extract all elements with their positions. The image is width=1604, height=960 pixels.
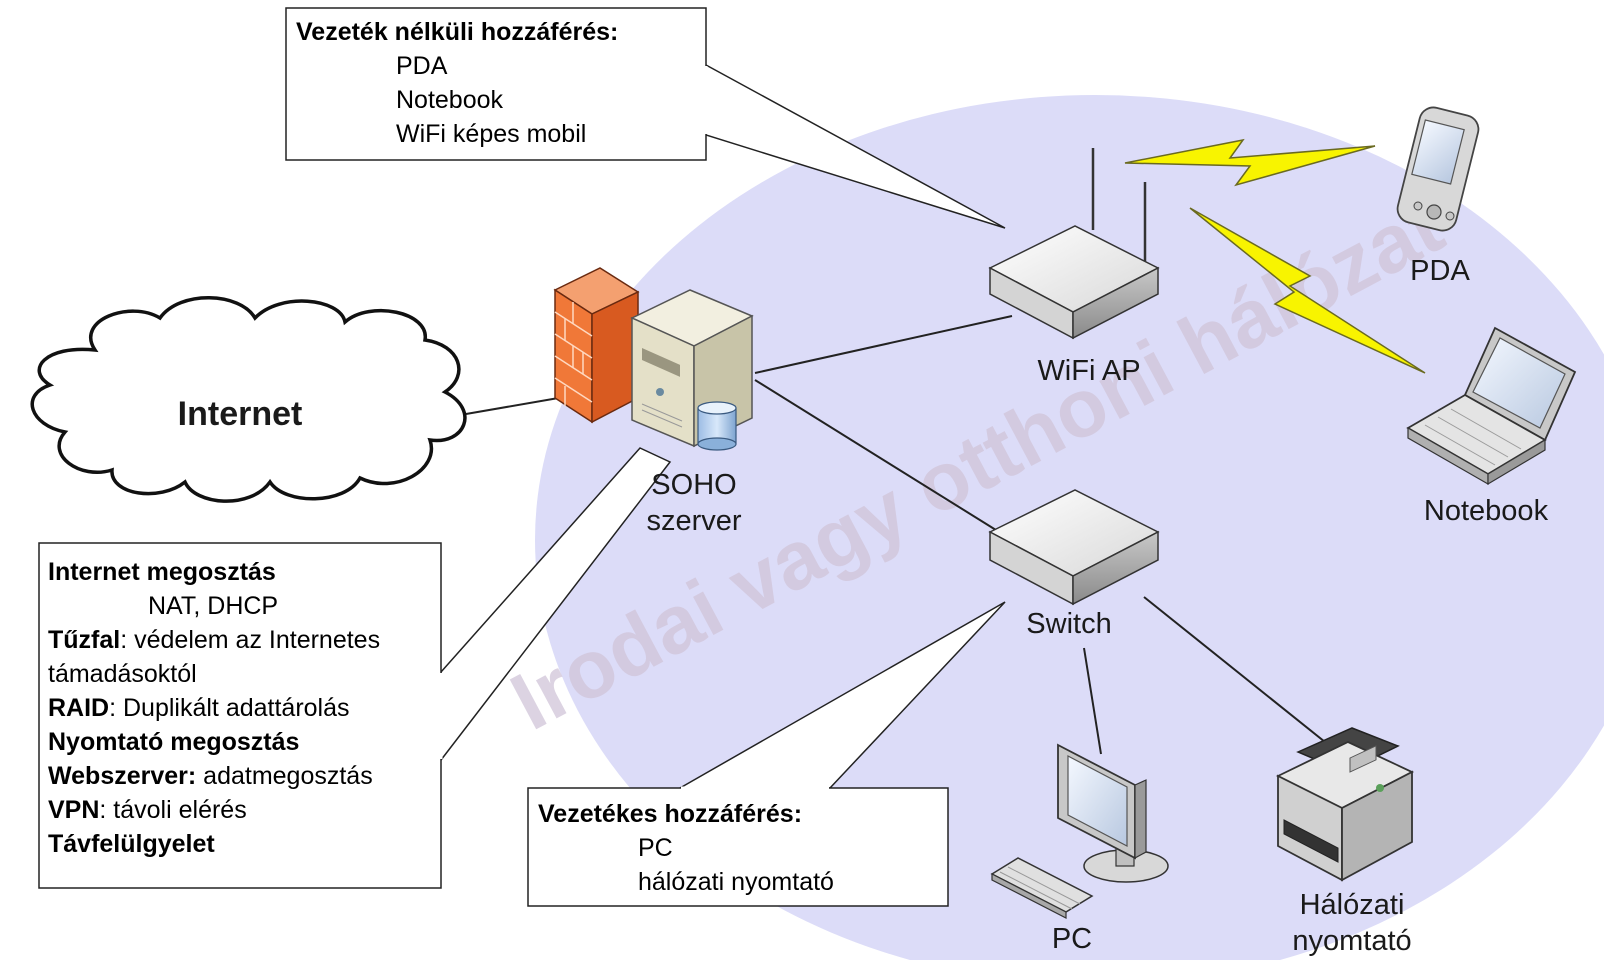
connections	[465, 315, 1331, 755]
server-tower-icon	[630, 289, 754, 448]
wifi-ap-label: WiFi AP	[1037, 355, 1140, 387]
callout-wireless-title: Vezeték nélküli hozzáférés:	[296, 18, 618, 46]
callout-wireless-item: WiFi képes mobil	[396, 120, 586, 148]
laptop-icon	[1406, 326, 1577, 486]
wifi-router-icon	[988, 148, 1160, 340]
pda: PDA	[1396, 106, 1480, 287]
feature-firewall-cont: támadásoktól	[48, 660, 197, 688]
keyboard-icon	[990, 857, 1094, 919]
link-server-switch	[754, 379, 1013, 541]
link-server-wifi	[754, 315, 1013, 374]
callout-wired: Vezetékes hozzáférés: PC hálózati nyomta…	[527, 601, 1006, 907]
callout-server-box	[38, 542, 442, 889]
network-printer: Hálózati nyomtató	[1275, 727, 1415, 957]
callout-wired-title: Vezetékes hozzáférés:	[538, 800, 802, 828]
server-label-line1: SOHO	[651, 469, 736, 501]
wireless-signal-notebook	[1189, 207, 1426, 374]
notebook: Notebook	[1406, 326, 1577, 527]
callout-wired-item: hálózati nyomtató	[638, 868, 834, 896]
database-icon	[697, 401, 737, 451]
switch-icon	[988, 489, 1160, 606]
printer-icon	[1275, 727, 1415, 882]
feature-vpn: VPN: távoli elérés	[48, 796, 247, 824]
callout-wireless-item: PDA	[396, 52, 448, 80]
feature-firewall: Tűzfal: védelem az Internetes	[48, 626, 380, 654]
pc-label: PC	[1052, 923, 1092, 955]
printer-label-line1: Hálózati	[1300, 889, 1405, 921]
feature-webserver: Webszerver: adatmegosztás	[48, 762, 373, 790]
wireless-signal-pda	[1124, 138, 1376, 187]
pda-icon	[1396, 106, 1480, 232]
soho-server: SOHO szerver	[553, 267, 754, 537]
internet-cloud: Internet	[30, 296, 467, 503]
callout-wireless-box	[285, 7, 707, 161]
notebook-label: Notebook	[1424, 495, 1549, 527]
internet-label: Internet	[178, 395, 303, 433]
callout-wired-box	[527, 787, 949, 907]
callout-wireless: Vezeték nélküli hozzáférés: PDA Notebook…	[285, 7, 1006, 229]
printer-label-line2: nyomtató	[1292, 925, 1411, 957]
callout-wireless-item: Notebook	[396, 86, 504, 114]
callout-server: Internet megosztás NAT, DHCP Tűzfal: véd…	[38, 447, 672, 889]
switch-label: Switch	[1026, 608, 1111, 640]
feature-raid: RAID: Duplikált adattárolás	[48, 694, 350, 722]
pc-monitor-icon	[1057, 743, 1169, 883]
wifi-ap: WiFi AP	[988, 148, 1160, 387]
pda-label: PDA	[1410, 255, 1470, 287]
feature-remote-monitoring: Távfelülgyelet	[48, 830, 215, 858]
link-switch-printer	[1143, 596, 1331, 747]
pc: PC	[990, 743, 1169, 955]
server-label-line2: szerver	[646, 505, 741, 537]
firewall-icon	[553, 267, 640, 424]
feature-internet-sharing-detail: NAT, DHCP	[148, 592, 278, 620]
switch: Switch	[988, 489, 1160, 640]
link-internet-server	[465, 395, 571, 415]
feature-print-sharing: Nyomtató megosztás	[48, 728, 299, 756]
feature-internet-sharing: Internet megosztás	[48, 558, 276, 586]
callout-wired-item: PC	[638, 834, 673, 862]
cloud-icon	[30, 296, 467, 503]
link-switch-pc	[1083, 647, 1102, 755]
